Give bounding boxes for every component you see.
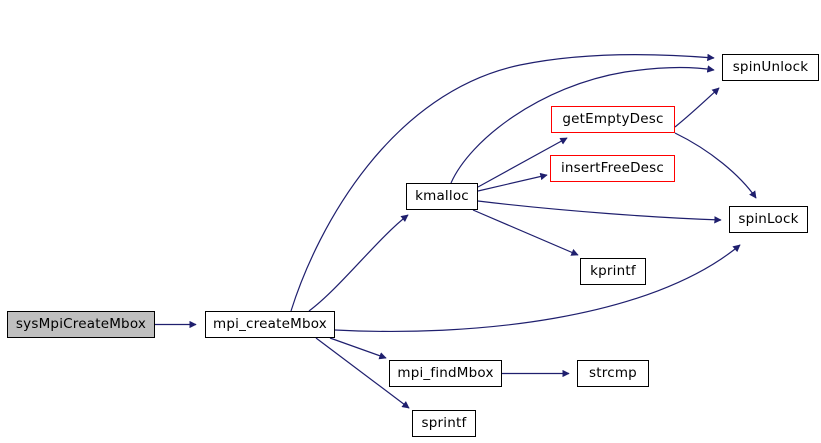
graph-node-label: spinLock — [738, 210, 799, 227]
graph-node-insertFreeDesc[interactable]: insertFreeDesc — [550, 155, 675, 182]
graph-node-label: strcmp — [589, 364, 637, 381]
edge-kmalloc-to-insertFreeDesc — [477, 172, 548, 192]
edge-getEmptyDesc-to-spinUnlock — [674, 87, 720, 128]
edge-mpi_createMbox-to-spinUnlock — [290, 53, 715, 312]
graph-node-getEmptyDesc[interactable]: getEmptyDesc — [551, 106, 675, 133]
graph-node-label: insertFreeDesc — [560, 159, 665, 176]
edge-mpi_createMbox-to-mpi_findMbox — [329, 337, 387, 360]
graph-node-sysMpiCreateMbox: sysMpiCreateMbox — [7, 311, 155, 338]
graph-node-label: kmalloc — [415, 187, 469, 204]
graph-node-label: mpi_findMbox — [397, 364, 494, 381]
graph-node-label: kprintf — [590, 262, 636, 279]
graph-node-sprintf[interactable]: sprintf — [412, 410, 476, 437]
graph-node-kmalloc[interactable]: kmalloc — [406, 183, 478, 210]
graph-node-strcmp[interactable]: strcmp — [577, 360, 649, 387]
graph-node-spinUnlock[interactable]: spinUnlock — [722, 54, 819, 81]
edge-mpi_createMbox-to-kmalloc — [308, 214, 409, 312]
edge-kmalloc-to-kprintf — [472, 209, 579, 256]
graph-node-label: getEmptyDesc — [562, 110, 664, 127]
graph-node-label: sprintf — [421, 414, 467, 431]
graph-node-label: mpi_createMbox — [213, 315, 327, 332]
edge-getEmptyDesc-to-spinLock — [674, 132, 757, 199]
edge-kmalloc-to-spinLock — [477, 200, 722, 224]
graph-node-label: spinUnlock — [732, 58, 809, 75]
graph-node-mpi_createMbox[interactable]: mpi_createMbox — [205, 311, 335, 338]
graph-node-spinLock[interactable]: spinLock — [729, 206, 808, 233]
edge-mpi_createMbox-to-spinLock — [334, 244, 741, 333]
graph-node-label: sysMpiCreateMbox — [15, 315, 147, 332]
graph-node-mpi_findMbox[interactable]: mpi_findMbox — [389, 360, 502, 387]
graph-node-kprintf[interactable]: kprintf — [580, 258, 646, 285]
